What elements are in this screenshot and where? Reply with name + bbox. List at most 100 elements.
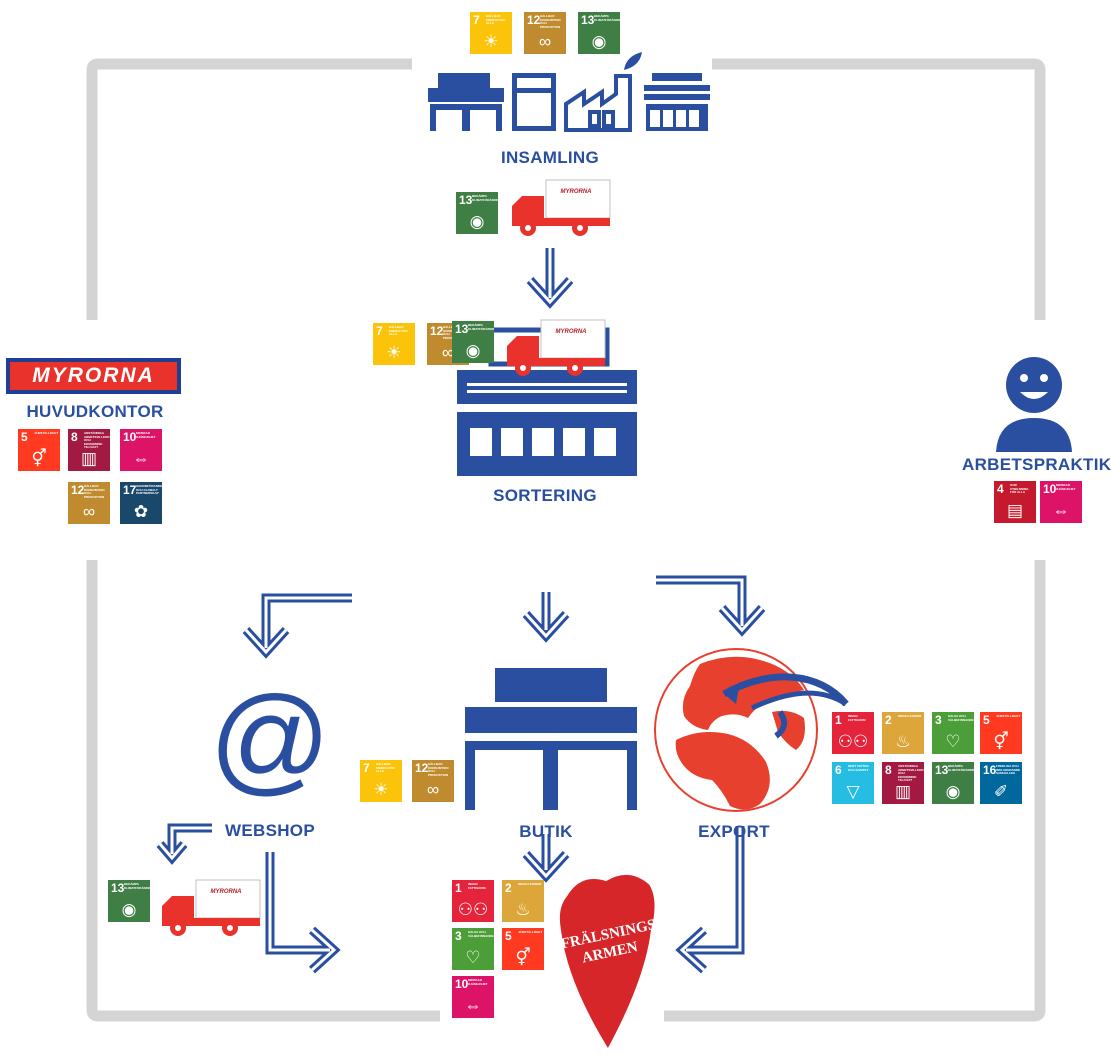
arrow-inner-lines: [158, 248, 764, 972]
sdg-8-huvudkontor: 8 Anständiga arbetsvillkor och ekonomisk …: [68, 429, 110, 471]
sdg-title: Ingen fattigdom: [468, 882, 486, 890]
sdg-title: Anständiga arbetsvillkor och ekonomisk t…: [84, 431, 110, 450]
book-icon: ▤: [1006, 501, 1024, 520]
sdg-title: Anständiga arbetsvillkor och ekonomisk t…: [898, 764, 924, 783]
heartbeat-icon: ♡: [945, 732, 961, 751]
label-butik: BUTIK: [519, 822, 573, 841]
sdg-title: Bekämpa klimatförändringarna: [124, 882, 150, 890]
sdg-1-salvation: 1Ingen fattigdom⚇⚇: [452, 880, 494, 922]
sdg-10-salvation: 10Minskad ojämlikhet⇔: [452, 976, 494, 1018]
label-export: EXPORT: [698, 822, 770, 841]
sdg-number: 1: [455, 881, 462, 895]
sdg-number: 3: [455, 929, 462, 943]
sdg-number: 5: [505, 929, 512, 943]
sdg-7-insamling: 7Hållbar energi för alla☀: [470, 12, 512, 54]
salvation-army-shield: [557, 873, 657, 1052]
sdg-2-salvation: 2Ingen hunger♨: [502, 880, 544, 922]
sdg-number: 7: [376, 324, 383, 338]
sdg-number: 13: [581, 13, 595, 27]
eye-icon: ◉: [121, 900, 137, 919]
butik-store-icon: [465, 668, 637, 810]
sdg-number: 16: [983, 763, 997, 777]
sdg-3-salvation: 3Hälsa och välbefinnande♡: [452, 928, 494, 970]
sdg-number: 8: [71, 430, 78, 444]
sdg-title: Fredliga och inkluderande samhällen: [996, 764, 1020, 776]
sdg-10-arbetspraktik: 10Minskad ojämlikhet⇔: [1040, 481, 1082, 523]
sdg-13-insamling: 13Bekämpa klimatförändringarna ◉: [578, 12, 620, 54]
sdg-title: Hållbar konsumtion och produktion: [428, 762, 449, 777]
insamling-buildings: [428, 52, 710, 132]
sdg-10-huvudkontor: 10Minskad ojämlikhet⇔: [120, 429, 162, 471]
sdg-title: Hållbar energi för alla: [486, 14, 505, 26]
sdg-title: Ingen hunger: [898, 714, 922, 718]
sdg-number: 4: [997, 482, 1004, 496]
dove-icon: ✐: [993, 782, 1009, 801]
label-arbetspraktik: ARBETSPRAKTIK: [962, 455, 1111, 474]
sdg-1-export: 1 Ingen fattigdom ⚇⚇: [832, 712, 874, 754]
sdg-title: Ingen hunger: [518, 882, 542, 886]
sdg-number: 13: [111, 881, 125, 895]
eye-icon: ◉: [591, 32, 607, 51]
infinity-icon: ∞: [82, 502, 96, 521]
eye-icon: ◉: [465, 341, 481, 360]
sdg-12-butik: 12Hållbar konsumtion och produktion∞: [412, 760, 454, 802]
store-icon: [428, 73, 504, 131]
sdg-title: Ingen fattigdom: [848, 714, 866, 722]
sdg-title: Hållbar konsumtion och produktion: [540, 14, 561, 29]
sdg-13-export: 13Bekämpa klimatförändringarna◉: [932, 762, 974, 804]
growth-icon: ▥: [894, 782, 912, 801]
sdg-number: 17: [123, 483, 137, 497]
sdg-12-huvudkontor: 12Hållbar konsumtion och produktion∞: [68, 482, 110, 524]
sdg-16-export: 16Fredliga och inkluderande samhällen ✐: [980, 762, 1022, 804]
sdg-5-huvudkontor: 5Jämställdhet⚥: [18, 429, 60, 471]
sdg-title: Minskad ojämlikhet: [1056, 483, 1076, 491]
sdg-7-butik: 7Hållbar energi för alla☀: [360, 760, 402, 802]
webshop-at-icon: @: [209, 672, 331, 806]
sdg-number: 10: [1043, 482, 1057, 496]
sdg-title: Jämställdhet: [34, 431, 59, 435]
sdg-title: God utbildning för alla: [1010, 483, 1029, 495]
sdg-title: Hållbar energi för alla: [376, 762, 395, 774]
myrorna-logo: MYRORNA: [6, 358, 181, 394]
gender-icon: ⚥: [31, 449, 47, 468]
arrow-to-export: [656, 575, 766, 637]
loop-top-right: [712, 58, 1046, 320]
sdg-13-webshop-truck: 13Bekämpa klimatförändringarna ◉: [108, 880, 150, 922]
myrorna-logo-text: MYRORNA: [10, 362, 177, 390]
sdg-number: 13: [455, 322, 469, 336]
truck-icon-webshop: [162, 879, 261, 936]
sdg-title: Minskad ojämlikhet: [136, 431, 156, 439]
sdg-number: 3: [935, 713, 942, 727]
sun-icon: ☀: [386, 343, 402, 362]
truck-icon-insamling: [512, 179, 611, 236]
sdg-title: Jämställdhet: [996, 714, 1021, 718]
sdg-number: 7: [363, 761, 370, 775]
sdg-number: 2: [885, 713, 892, 727]
sdg-title: Bekämpa klimatförändringarna: [594, 14, 620, 22]
sdg-number: 12: [71, 483, 85, 497]
sdg-number: 12: [430, 324, 444, 338]
sdg-number: 13: [459, 193, 473, 207]
eye-icon: ◉: [945, 782, 961, 801]
arrow-webshop-to-salvation: [265, 852, 341, 974]
sdg-title: Minskad ojämlikhet: [468, 978, 488, 986]
flower-icon: ✿: [133, 502, 149, 521]
truck-brand-label-3: MYRORNA: [199, 889, 253, 897]
sdg-number: 5: [983, 713, 990, 727]
sdg-title: Rent vatten och sanitet: [848, 764, 869, 772]
sun-icon: ☀: [483, 32, 499, 51]
sdg-4-arbetspraktik: 4 God utbildning för alla ▤: [994, 481, 1036, 523]
sdg-13-sortering-truck: 13Bekämpa klimatförändringarna◉: [452, 321, 494, 363]
arrow-export-to-salvation: [675, 826, 745, 974]
sdg-3-export: 3Hälsa och välbefinnande♡: [932, 712, 974, 754]
bowl-icon: ♨: [895, 732, 911, 751]
loop-top-left: [86, 58, 412, 320]
heartbeat-icon: ♡: [465, 948, 481, 967]
sdg-number: 2: [505, 881, 512, 895]
truck-brand-label-2: MYRORNA: [544, 329, 598, 337]
gender-icon: ⚥: [993, 732, 1009, 751]
people-icon: ⚇⚇: [837, 732, 869, 751]
sdg-5-salvation: 5Jämställdhet⚥: [502, 928, 544, 970]
sdg-number: 1: [835, 713, 842, 727]
